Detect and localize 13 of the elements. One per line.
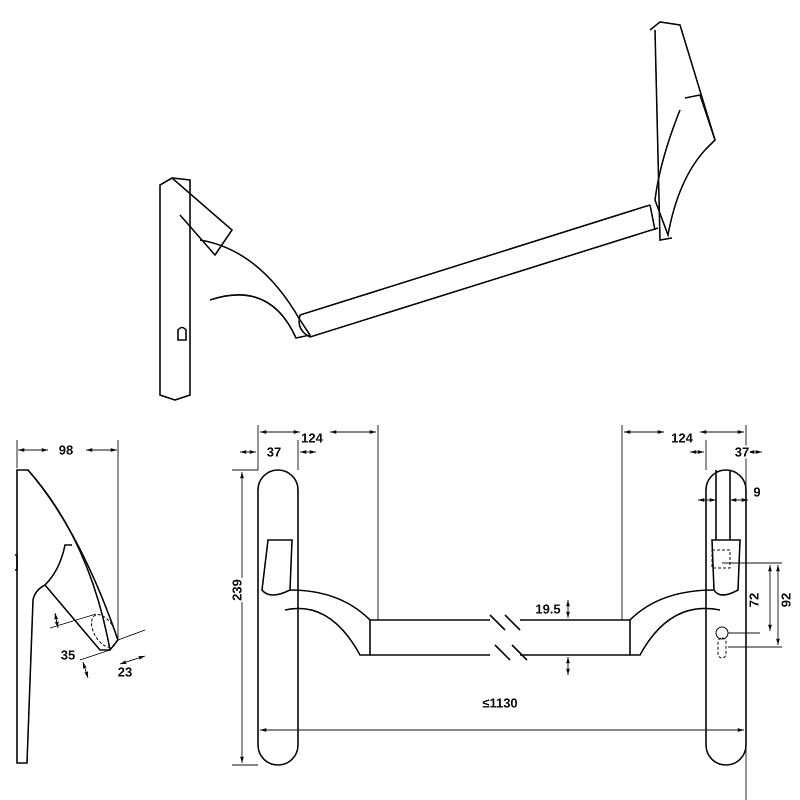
dimension-value: 239: [230, 578, 244, 602]
dimension-value: 72: [748, 592, 760, 608]
dimension-value: 37: [266, 446, 282, 458]
dimension-value: 124: [670, 432, 694, 444]
dimension-value: 35: [60, 648, 76, 662]
dimension-value: 19.5: [534, 602, 562, 616]
dimension-value: 23: [116, 666, 134, 678]
dimension-value: ≤1130: [481, 696, 519, 710]
dimension-value: 98: [58, 444, 74, 456]
dimension-value: 92: [780, 592, 792, 608]
dimension-value: 9: [752, 486, 762, 498]
dimension-value: 37: [734, 446, 750, 458]
dimension-value: 124: [300, 432, 324, 444]
